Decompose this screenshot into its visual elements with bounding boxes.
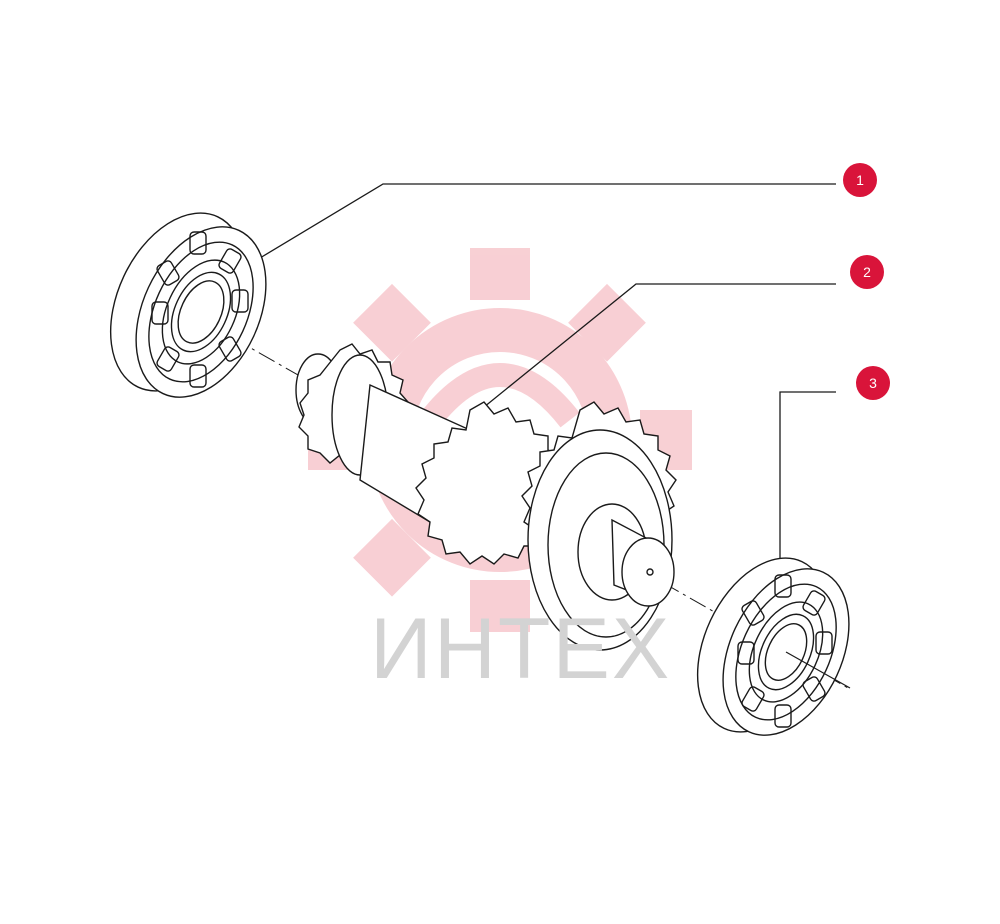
axis-end-line (785, 651, 851, 689)
leader-line-2 (467, 283, 836, 421)
leader-lines (259, 183, 836, 565)
callout-badge-1[interactable]: 1 (843, 163, 877, 197)
gear-shaft-drawing (295, 343, 677, 651)
bearing-left-drawing (109, 212, 267, 398)
bearing-right-drawing (696, 557, 850, 736)
callout-badge-2[interactable]: 2 (850, 255, 884, 289)
callout-badge-3[interactable]: 3 (856, 366, 890, 400)
leader-line-3 (779, 391, 836, 565)
leader-line-1 (259, 183, 836, 259)
